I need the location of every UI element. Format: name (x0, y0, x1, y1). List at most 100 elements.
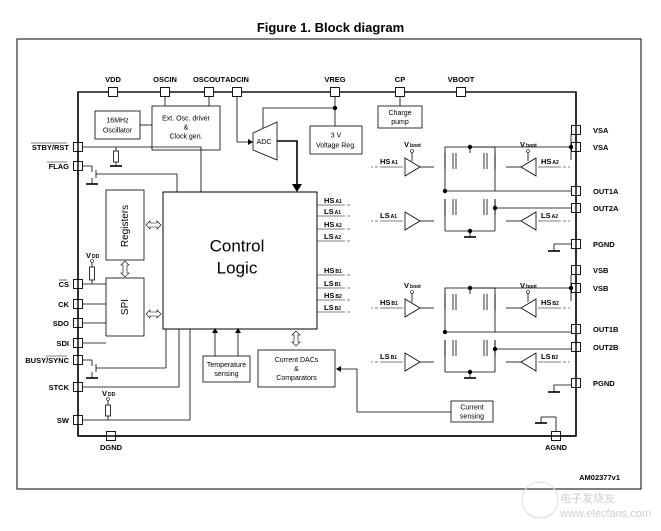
wire (83, 165, 93, 172)
pin-label-stck: STCK (49, 383, 70, 392)
registers-label: Registers (120, 205, 131, 247)
vboot-label: Vboot (520, 140, 537, 149)
gate-driver (520, 298, 537, 318)
pin-cp (395, 87, 405, 97)
junction-dot (442, 188, 448, 194)
control-output-label: HSB1 (324, 266, 342, 275)
pin-adcin (232, 87, 242, 97)
pin-label-vboot: VBOOT (448, 75, 475, 84)
temperature-label: Temperature (207, 362, 246, 369)
pin-label-vsa: VSA (593, 143, 609, 152)
pin-label-sw: SW (57, 416, 70, 425)
adc-block (252, 121, 278, 161)
bridge-a-driver-label: HSA2 (541, 157, 559, 166)
pin-label-agnd: AGND (545, 443, 568, 452)
vreg-block (309, 125, 363, 155)
arrow-head (212, 328, 218, 333)
charge-pump-label: Charge (389, 110, 412, 117)
pin-label-vsb: VSB (593, 266, 609, 275)
pin-label-dgnd: DGND (100, 443, 123, 452)
pin-oscout (204, 87, 214, 97)
control-output-label: LSB1 (324, 279, 341, 288)
wire (83, 146, 202, 192)
watermark-url: www.elecfans.com (559, 508, 651, 520)
resistor (89, 266, 95, 281)
vdd-terminal (90, 259, 94, 263)
resistor (113, 150, 119, 163)
vdd-label: VDD (102, 389, 116, 398)
oscillator-label: 16MHz (106, 118, 129, 125)
pin-label-oscin: OSCIN (153, 75, 177, 84)
bidirectional-arrow (291, 330, 301, 347)
vboot-terminal (526, 149, 530, 153)
current-dacs-label: Current DACs (275, 357, 319, 364)
bridge-a-driver-label: HSA1 (380, 157, 398, 166)
pin-label-busy-sync: BUSY/SYNC (25, 356, 69, 365)
pin-vdd (108, 87, 118, 97)
current-sensing-block (450, 400, 494, 423)
junction-dot (467, 285, 473, 291)
wire (553, 384, 571, 392)
pin-label-vreg: VREG (324, 75, 345, 84)
figure-title: Figure 1. Block diagram (256, 20, 405, 35)
current-sensing-label: Current (460, 405, 483, 412)
pin-label-out1a: OUT1A (593, 187, 619, 196)
gate-driver (520, 211, 537, 231)
pin-label-oscout: OSCOUT (193, 75, 226, 84)
junction-dot (332, 105, 338, 111)
wire (341, 368, 451, 413)
bridge-b-driver-label: LSB1 (380, 352, 397, 361)
vreg-label: 3 V (331, 133, 342, 140)
ext-osc-block (151, 105, 221, 151)
current-sensing-label: sensing (460, 414, 484, 421)
temperature-block (202, 355, 251, 383)
gate-driver (520, 352, 537, 372)
junction-dot (568, 285, 574, 291)
control-output-label: HSA2 (324, 220, 342, 229)
pin-label-out2b: OUT2B (593, 343, 619, 352)
registers-block (105, 189, 145, 261)
current-dacs-block (257, 349, 336, 388)
spi-block (105, 277, 145, 337)
spi-label: SPI (120, 299, 131, 315)
control-logic-label: Logic (217, 259, 258, 278)
wire (83, 329, 180, 388)
oscillator-label: Oscillator (103, 128, 133, 135)
pin-vreg (330, 87, 340, 97)
control-output-label: LSB2 (324, 303, 341, 312)
bidirectional-arrow (145, 309, 162, 319)
junction-dot (492, 205, 498, 211)
oscillator-block (94, 110, 141, 140)
gate-driver (404, 352, 421, 372)
arrow-head (292, 184, 302, 192)
pin-label-vdd: VDD (105, 75, 121, 84)
temperature-label: sensing (214, 371, 238, 378)
ext-osc-label: Clock gen. (169, 134, 202, 141)
pin-label-out2a: OUT2A (593, 204, 619, 213)
bridge-b-driver-label: HSB2 (541, 298, 559, 307)
pin-label-out1b: OUT1B (593, 325, 619, 334)
vboot-label: Vboot (404, 281, 421, 290)
pin-label-adcin: ADCIN (225, 75, 249, 84)
pin-label-sdi: SDI (56, 339, 69, 348)
junction-dot (492, 346, 498, 352)
gate-driver (404, 298, 421, 318)
pin-vboot (456, 87, 466, 97)
current-dacs-label: Comparators (276, 375, 317, 382)
ext-osc-label: Ext. Osc. driver (162, 116, 211, 123)
control-logic-block (162, 191, 318, 330)
control-output-label: LSA2 (324, 232, 341, 241)
gate-driver (404, 157, 421, 177)
junction-dot (467, 144, 473, 150)
bridge-b-driver-label: LSB2 (541, 352, 558, 361)
arrow-head (248, 139, 253, 145)
junction-dot (568, 144, 574, 150)
figure-frame (16, 38, 642, 490)
wire (277, 140, 298, 186)
ext-osc-label: & (184, 125, 189, 132)
pin-label-ck: CK (58, 300, 69, 309)
vboot-terminal (410, 290, 414, 294)
bidirectional-arrow (120, 260, 130, 278)
gate-driver (404, 211, 421, 231)
figure-code: AM02377v1 (579, 473, 620, 482)
